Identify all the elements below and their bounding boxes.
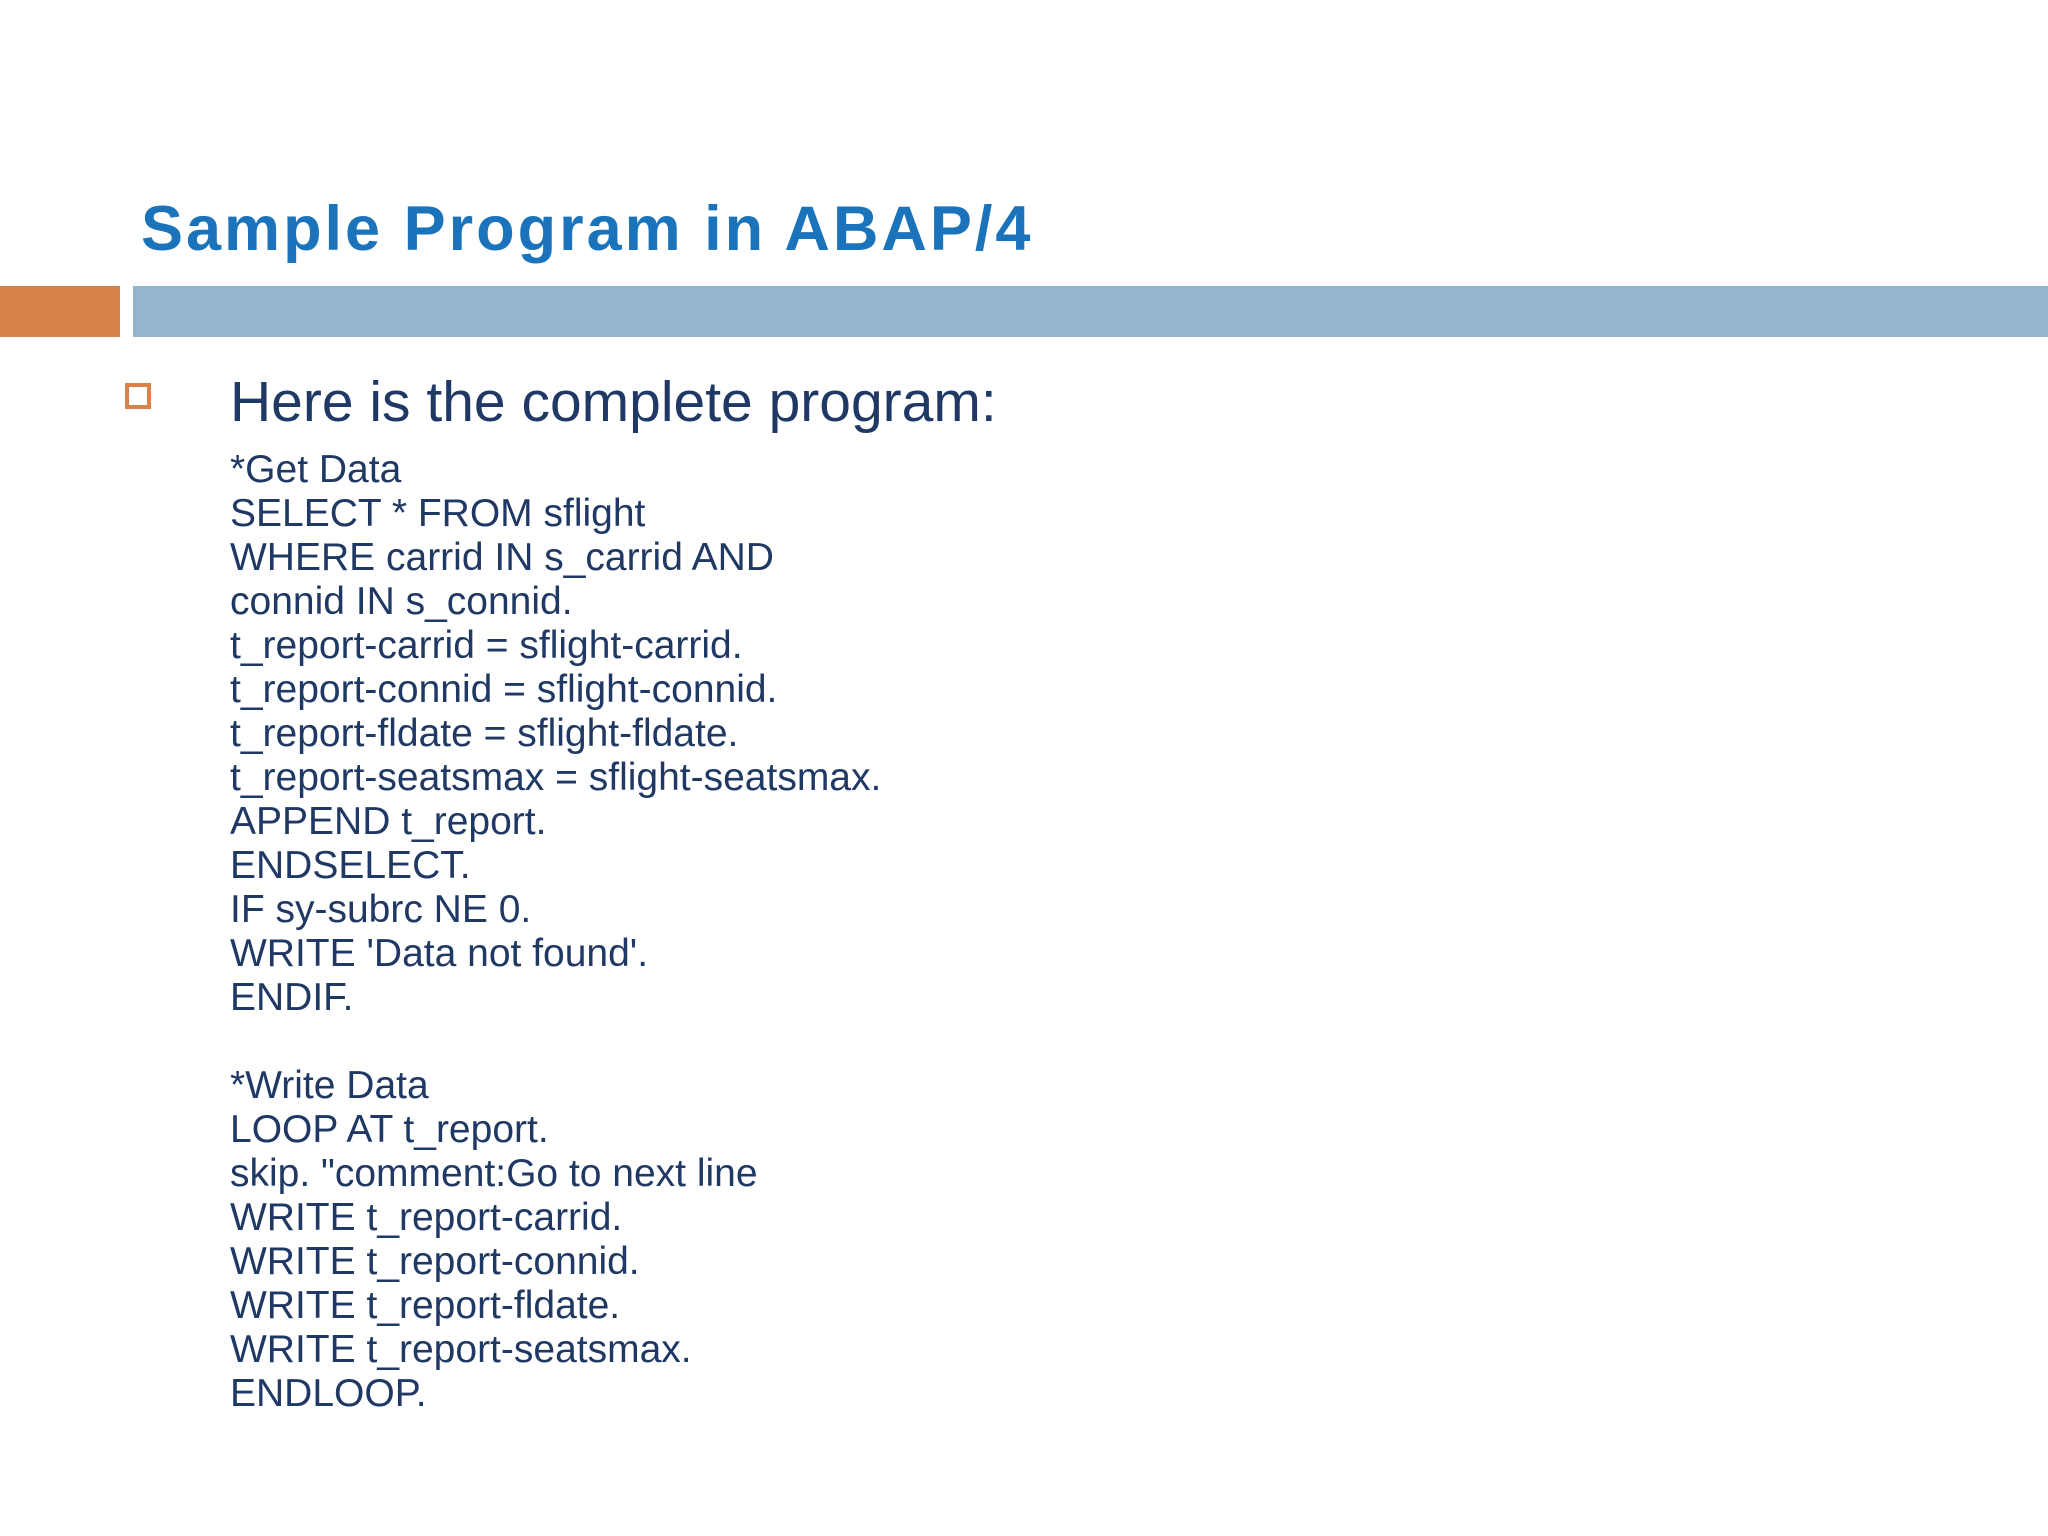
code-line: t_report-connid = sflight-connid. bbox=[230, 668, 778, 711]
code-line: connid IN s_connid. bbox=[230, 580, 573, 623]
code-line: WHERE carrid IN s_carrid AND bbox=[230, 536, 774, 579]
code-line: ENDSELECT. bbox=[230, 844, 471, 887]
content-heading: Here is the complete program: bbox=[230, 370, 997, 434]
bullet-square-icon bbox=[125, 383, 151, 409]
code-line: SELECT * FROM sflight bbox=[230, 492, 646, 535]
code-line: APPEND t_report. bbox=[230, 800, 547, 843]
code-line: t_report-fldate = sflight-fldate. bbox=[230, 712, 739, 755]
code-line: IF sy-subrc NE 0. bbox=[230, 888, 532, 931]
code-line: *Write Data bbox=[230, 1064, 429, 1107]
code-line: WRITE t_report-seatsmax. bbox=[230, 1328, 692, 1371]
code-line: ENDIF. bbox=[230, 976, 354, 1019]
code-line: WRITE t_report-carrid. bbox=[230, 1196, 623, 1239]
code-line: t_report-seatsmax = sflight-seatsmax. bbox=[230, 756, 882, 799]
code-line: *Get Data bbox=[230, 448, 402, 491]
code-line: LOOP AT t_report. bbox=[230, 1108, 549, 1151]
code-line bbox=[230, 1020, 881, 1064]
code-line: skip. "comment:Go to next line bbox=[230, 1152, 758, 1195]
title-accent-orange-block bbox=[0, 286, 120, 337]
code-line: WRITE t_report-connid. bbox=[230, 1240, 640, 1283]
title-underline-band bbox=[133, 286, 2048, 337]
code-line: WRITE 'Data not found'. bbox=[230, 932, 649, 975]
code-line: WRITE t_report-fldate. bbox=[230, 1284, 621, 1327]
code-line: t_report-carrid = sflight-carrid. bbox=[230, 624, 743, 667]
code-line: ENDLOOP. bbox=[230, 1372, 427, 1415]
page-title: Sample Program in ABAP/4 bbox=[141, 194, 1034, 264]
